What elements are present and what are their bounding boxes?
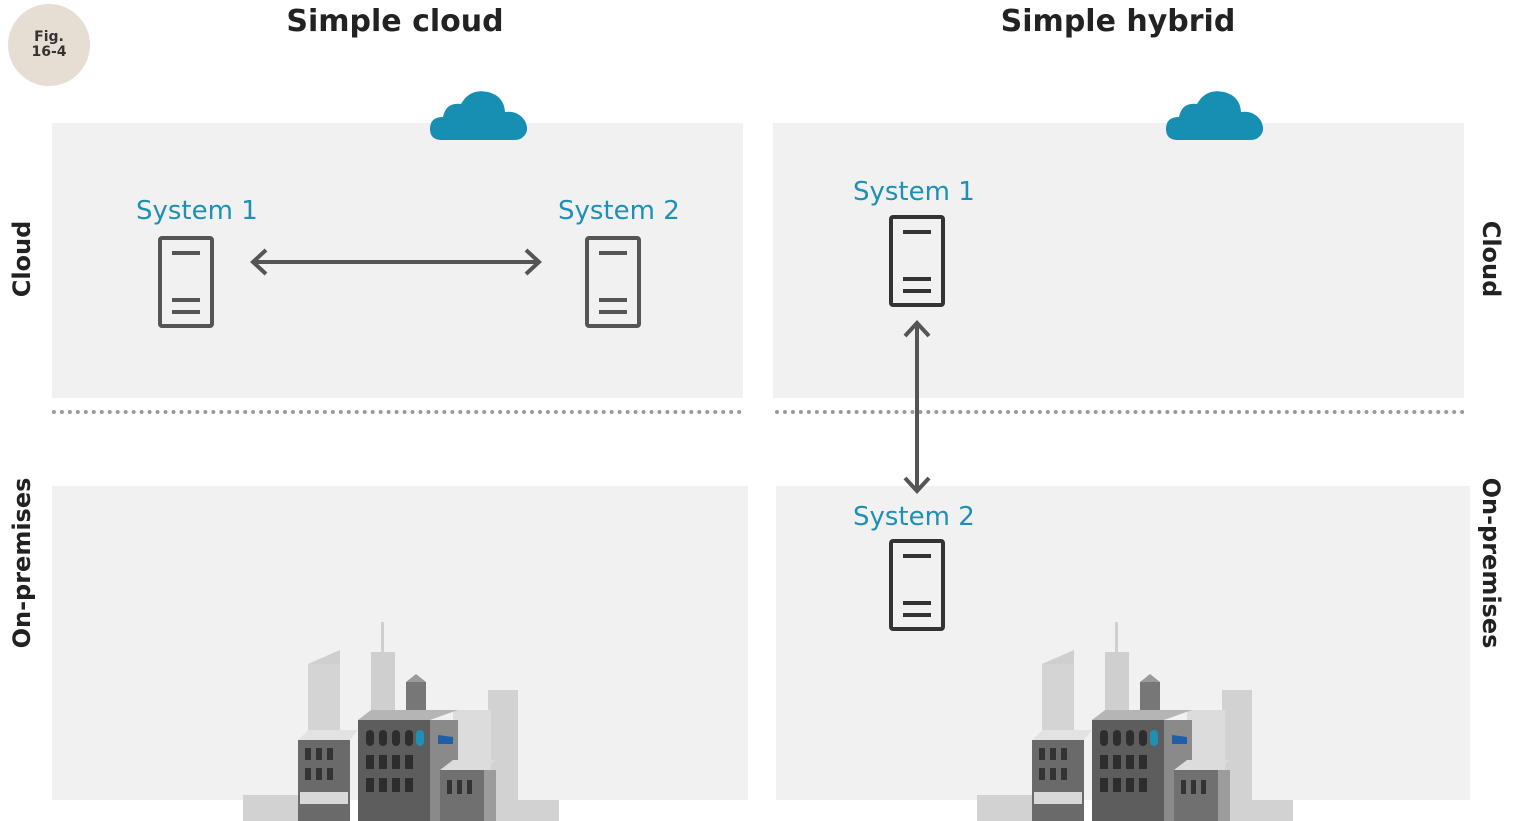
left-zone-label-onprem: On-premises [8,477,36,649]
building-icon [977,622,1293,821]
cloud-icon [430,91,528,140]
right-boundary-line [775,410,1465,414]
right-diagram-title: Simple hybrid [1000,4,1236,39]
building-icon [243,622,559,821]
left-zone-label-cloud: Cloud [8,220,36,298]
bidirectional-arrow [903,320,931,494]
left-system-2-label: System 2 [558,196,680,226]
left-system-1-label: System 1 [136,196,258,226]
server-icon [889,539,945,631]
figure-badge: Fig. 16-4 [8,4,90,86]
right-zone-label-onprem: On-premises [1477,477,1505,649]
bidirectional-arrow [250,248,542,276]
server-icon [889,215,945,307]
left-diagram-title: Simple cloud [286,4,504,39]
right-system-1-label: System 1 [853,177,975,207]
server-icon [158,236,214,328]
right-system-2-label: System 2 [853,502,975,532]
right-cloud-panel [773,123,1464,398]
server-icon [585,236,641,328]
right-zone-label-cloud: Cloud [1477,220,1505,298]
left-boundary-line [52,410,742,414]
cloud-icon [1166,91,1264,140]
figure-badge-line1: Fig. [34,29,64,45]
figure-badge-line2: 16-4 [31,44,67,60]
